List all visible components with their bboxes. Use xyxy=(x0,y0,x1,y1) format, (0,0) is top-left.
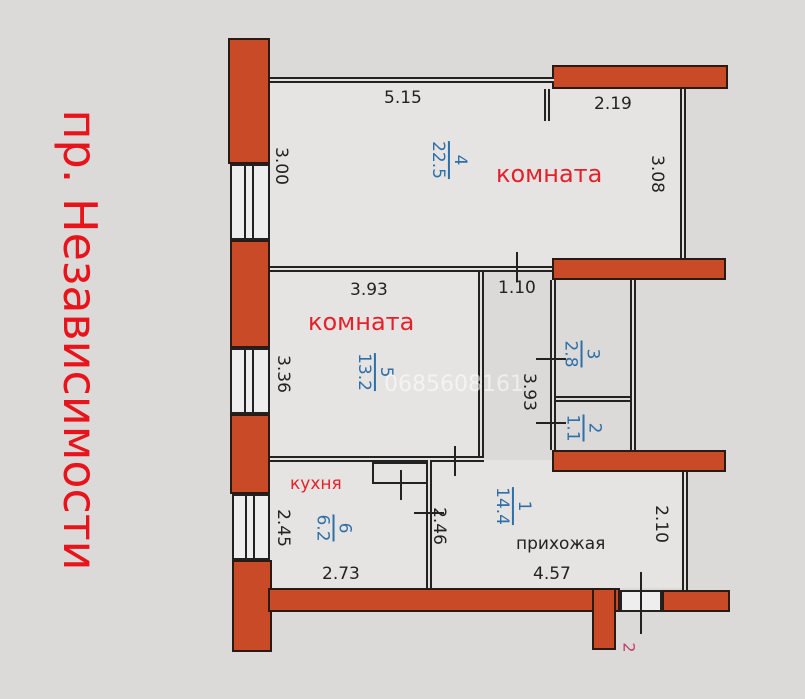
hall-area xyxy=(270,460,686,588)
partition-room5-bottom xyxy=(270,456,484,462)
dim-kitchen-bottom: 2.73 xyxy=(322,564,360,584)
bottom-wall-right xyxy=(662,590,730,612)
dim-room4-left: 3.00 xyxy=(270,147,291,185)
dim-room4-right: 3.08 xyxy=(646,155,667,193)
door-tick xyxy=(536,422,566,424)
window-kitchen xyxy=(232,494,270,560)
section-marker: 2 xyxy=(619,642,639,653)
bottom-wall xyxy=(268,588,620,612)
door-tick xyxy=(516,252,518,282)
hall-label: прихожая xyxy=(516,534,606,554)
partition-closet-left xyxy=(550,280,556,450)
right-wall-mid xyxy=(552,258,726,280)
exterior-wall-left-1 xyxy=(228,38,270,164)
dim-hall-right: 2.10 xyxy=(650,505,671,543)
partition-room5-right xyxy=(478,272,484,460)
exterior-wall-left-3 xyxy=(230,414,270,494)
door-jamb-top xyxy=(544,89,550,121)
room-5-area xyxy=(270,272,482,460)
partition-room4-right xyxy=(680,89,686,258)
window-room4 xyxy=(230,164,270,240)
partition-closet-right xyxy=(630,280,636,450)
door-tick xyxy=(414,512,444,514)
dim-kitchen-left: 2.45 xyxy=(272,509,293,547)
door-tick xyxy=(400,470,402,500)
exterior-wall-left-4 xyxy=(232,560,272,652)
partition-top xyxy=(270,77,554,83)
partition-closet-mid xyxy=(556,396,630,402)
partition-hall-right xyxy=(682,472,688,590)
room-5-label: комната xyxy=(308,308,415,336)
dim-room5-left: 3.36 xyxy=(272,355,293,393)
room-4-label: комната xyxy=(496,160,603,188)
right-wall-low xyxy=(552,450,726,472)
kitchen-label: кухня xyxy=(290,474,342,494)
dim-room4-top-right: 2.19 xyxy=(594,94,632,114)
watermark: 0685608161 xyxy=(384,372,524,397)
bottom-wall-stub xyxy=(592,588,616,650)
dim-kitchen-right: 2.46 xyxy=(428,507,449,545)
entrance-tick xyxy=(640,572,642,634)
dim-room5-top: 3.93 xyxy=(350,280,388,300)
dim-hall-bottom: 4.57 xyxy=(533,564,571,584)
dim-corridor-top: 1.10 xyxy=(498,278,536,298)
right-wall-top xyxy=(552,65,728,89)
window-room5 xyxy=(230,348,270,414)
street-label: пр. Независимости xyxy=(53,109,107,571)
partition-kitchen-right xyxy=(426,460,432,588)
door-tick xyxy=(536,358,566,360)
door-tick xyxy=(454,446,456,476)
partition-room4-bottom xyxy=(270,266,552,272)
room-4-area xyxy=(270,80,686,268)
dim-room4-top: 5.15 xyxy=(384,88,422,108)
exterior-wall-left-2 xyxy=(230,240,270,348)
